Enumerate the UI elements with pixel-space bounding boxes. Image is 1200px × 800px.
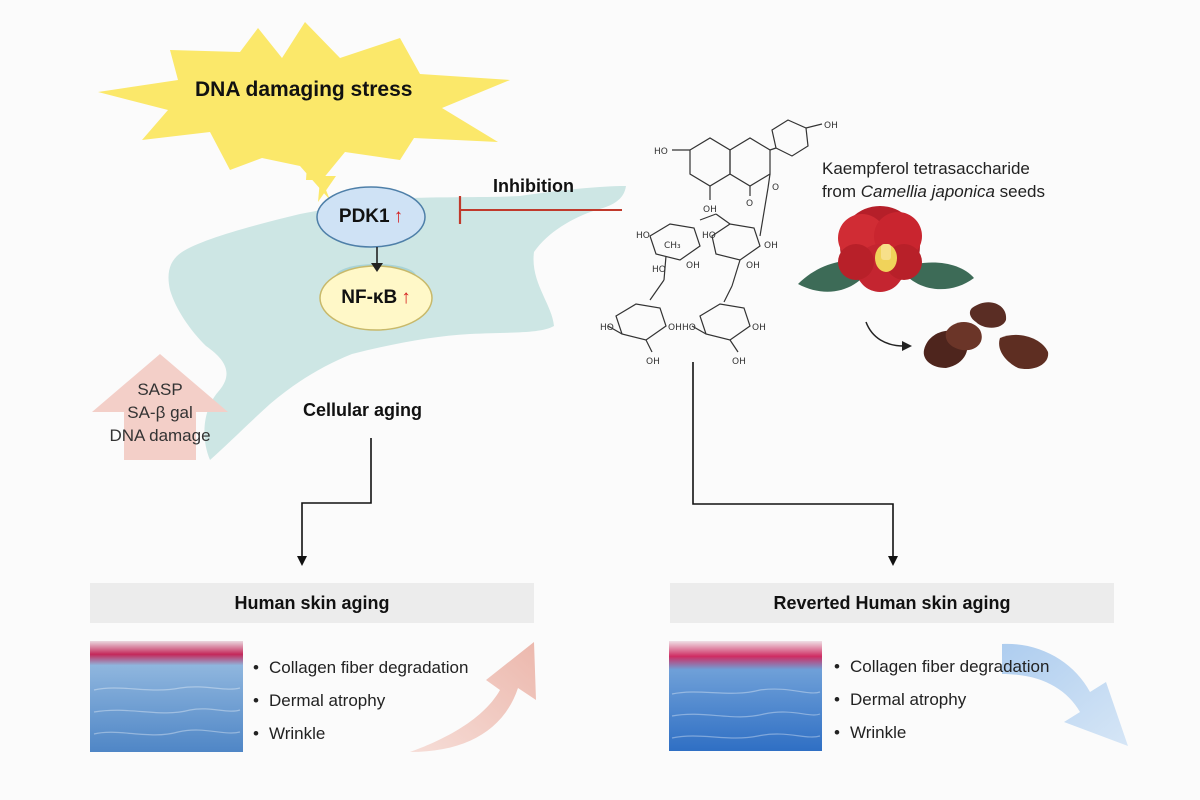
chemical-labels: OH HO O OH O HO CH₃ OH HO HO OH OH OH HO…: [600, 121, 838, 367]
compound-caption: Kaempferol tetrasaccharide from Camellia…: [822, 157, 1045, 203]
pdk1-up-arrow: ↑: [393, 206, 404, 227]
compound-connector: [692, 362, 894, 558]
compound-name: Kaempferol tetrasaccharide: [822, 159, 1030, 178]
svg-text:OH: OH: [732, 357, 746, 367]
compound-arrowhead: [888, 556, 898, 566]
svg-text:O: O: [746, 199, 753, 209]
svg-text:OH: OH: [703, 205, 717, 215]
species-name: Camellia japonica: [860, 182, 995, 201]
svg-text:OH: OH: [686, 261, 700, 271]
human-skin-aging-banner: Human skin aging: [90, 583, 534, 623]
compound-source: from Camellia japonica seeds: [822, 182, 1046, 201]
svg-text:HO: HO: [600, 323, 614, 333]
svg-text:HO: HO: [654, 147, 668, 157]
svg-text:OH: OH: [668, 323, 682, 333]
svg-text:CH₃: CH₃: [664, 241, 681, 251]
list-item: Wrinkle: [834, 716, 1049, 749]
stress-burst: [98, 22, 510, 200]
marker-dna-damage: DNA damage: [109, 426, 211, 445]
marker-sasp: SASP: [137, 380, 183, 399]
skin-histology-left: [90, 641, 243, 752]
list-item: Collagen fiber degradation: [253, 651, 468, 684]
stress-lightning: [306, 150, 336, 202]
reverted-effects-list: Collagen fiber degradation Dermal atroph…: [834, 650, 1049, 749]
stress-label: DNA damaging stress: [195, 78, 413, 101]
camellia-flower-illustration: [798, 206, 974, 292]
aging-increase-arrow: [410, 642, 536, 752]
marker-sa-beta-gal: SA-β gal: [127, 403, 193, 422]
reverted-skin-aging-banner: Reverted Human skin aging: [670, 583, 1114, 623]
flower-to-seed-arrowhead: [902, 341, 912, 351]
nfkb-node: NF-κB ↑: [320, 266, 432, 330]
list-item: Collagen fiber degradation: [834, 650, 1049, 683]
svg-text:OH: OH: [646, 357, 660, 367]
list-item: Dermal atrophy: [834, 683, 1049, 716]
svg-text:OH: OH: [824, 121, 838, 131]
seed-illustration: [923, 302, 1049, 370]
cellular-aging-label: Cellular aging: [303, 400, 423, 420]
pdk1-label: PDK1: [338, 206, 390, 227]
svg-text:OH: OH: [752, 323, 766, 333]
list-item: Dermal atrophy: [253, 684, 468, 717]
svg-text:HO: HO: [636, 231, 650, 241]
histology-texture: [93, 686, 821, 739]
svg-text:OH: OH: [746, 261, 760, 271]
chemical-structure: [607, 119, 823, 353]
nfkb-up-arrow: ↑: [401, 287, 411, 308]
svg-text:HO: HO: [682, 323, 696, 333]
flower-to-seed-arrow: [865, 321, 905, 347]
inhibition-label: Inhibition: [493, 176, 574, 196]
svg-text:OH: OH: [764, 241, 778, 251]
svg-text:HO: HO: [652, 265, 666, 275]
svg-text:O: O: [772, 183, 779, 193]
pdk1-ellipse: [316, 186, 426, 248]
svg-text:HO: HO: [702, 231, 716, 241]
pdk1-node: PDK1 ↑: [317, 187, 425, 247]
aging-effects-list: Collagen fiber degradation Dermal atroph…: [253, 651, 468, 750]
cellular-aging-arrowhead: [297, 556, 307, 566]
skin-histology-right: [669, 641, 822, 751]
cellular-aging-connector: [301, 438, 372, 558]
human-skin-aging-title: Human skin aging: [234, 592, 390, 613]
nfkb-label: NF-κB: [341, 287, 398, 308]
list-item: Wrinkle: [253, 717, 468, 750]
aging-markers: SASP SA-β gal DNA damage: [80, 378, 240, 447]
marker-up-arrow: [92, 354, 228, 460]
reverted-skin-aging-title: Reverted Human skin aging: [773, 592, 1011, 613]
pdk1-to-nfkb-arrowhead: [371, 263, 383, 272]
